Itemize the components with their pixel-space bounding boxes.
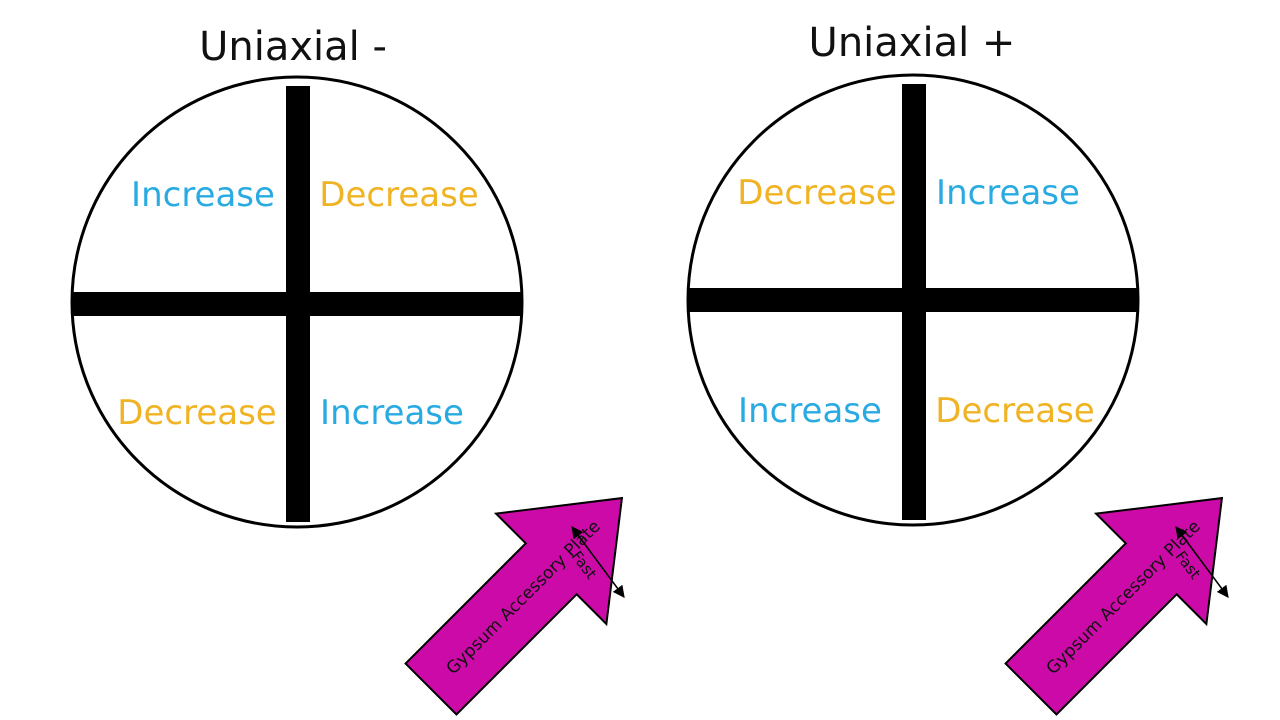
quadrant-label-top-left: Decrease <box>737 173 897 213</box>
panel-title-uniaxial-positive: Uniaxial + <box>808 20 1016 66</box>
quadrant-label-top-right: Increase <box>936 173 1080 213</box>
panel-title-uniaxial-negative: Uniaxial - <box>199 24 387 70</box>
quadrant-label-top-left: Increase <box>131 175 275 215</box>
quadrant-label-top-right: Decrease <box>319 175 479 215</box>
isogyre-horizontal <box>72 292 523 316</box>
fast-direction-arrow <box>1175 526 1229 598</box>
fast-direction-arrow <box>571 526 625 598</box>
quadrant-label-bottom-right: Decrease <box>935 391 1095 431</box>
isogyre-horizontal <box>688 288 1139 312</box>
quadrant-label-bottom-left: Increase <box>738 391 882 431</box>
quadrant-label-bottom-right: Increase <box>320 393 464 433</box>
quadrant-label-bottom-left: Decrease <box>117 393 277 433</box>
